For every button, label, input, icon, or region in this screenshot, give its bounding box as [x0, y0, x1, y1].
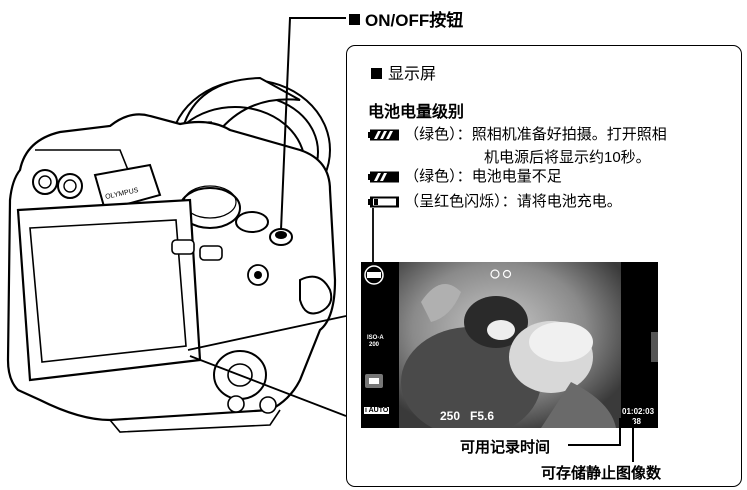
aperture-value: F5.6 [470, 409, 495, 423]
battery-full-desc: 照相机准备好拍摄。打开照相 [471, 126, 667, 143]
storable-images-caption: 可存储静止图像数 [541, 465, 662, 482]
display-title: 显示屏 [371, 60, 436, 84]
battery-full-color: （绿色）： [404, 126, 472, 143]
battery-row-empty: （呈红色闪烁）：请将电池充电。 [368, 192, 622, 211]
battery-level-heading: 电池电量级别 [368, 104, 465, 121]
iso-label: ISO-A [367, 335, 384, 341]
display-title-text: 显示屏 [388, 66, 437, 83]
battery-row-full: （绿色）：照相机准备好拍摄。打开照相 [368, 125, 667, 144]
battery-leader-line [372, 208, 374, 268]
iso-value: 200 [369, 342, 380, 348]
shots-remaining: 38 [632, 417, 641, 426]
camera-illustration: OLYMPUS [6, 17, 347, 433]
shutter-speed: 250 [440, 409, 461, 423]
battery-row-half: （绿色）：电池电量不足 [368, 167, 562, 186]
record-time-caption: 可用记录时间 [460, 439, 551, 456]
battery-half-color: （绿色）： [404, 168, 472, 185]
battery-empty-desc: 请将电池充电。 [516, 193, 622, 210]
battery-full-icon [368, 129, 399, 141]
onoff-button-label: ON/OFF按钮 [349, 6, 463, 31]
screen-photo [361, 262, 658, 428]
onoff-label-text: ON/OFF按钮 [365, 11, 464, 30]
shooting-mode: i AUTO [364, 407, 390, 414]
bullet-square-icon [371, 68, 382, 79]
battery-half-icon [368, 171, 399, 183]
battery-empty-color: （呈红色闪烁）： [404, 193, 517, 210]
record-time: 01:02:03 [622, 407, 655, 416]
battery-full-desc-cont: 机电源后将显示约10秒。 [484, 149, 651, 166]
camera-screen: ISO-A 200 i AUTO 250 F5.6 01:02:03 38 [361, 262, 658, 428]
battery-half-desc: 电池电量不足 [471, 168, 562, 185]
bullet-square-icon [349, 14, 360, 25]
battery-empty-icon [368, 196, 399, 208]
